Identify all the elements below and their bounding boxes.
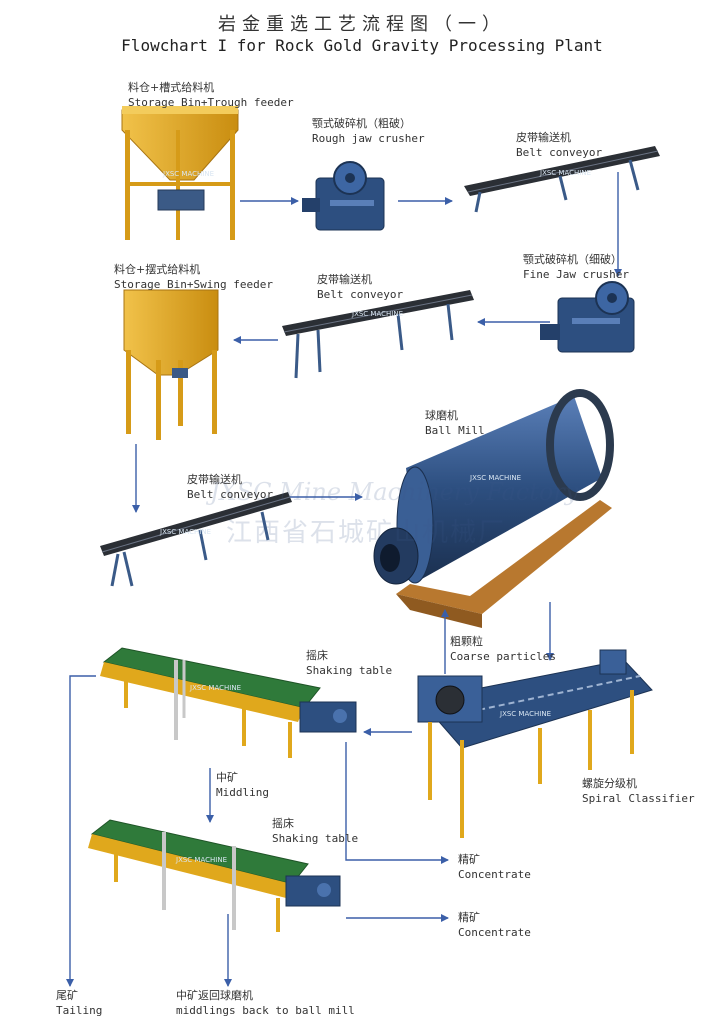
shaking-table-2: JXSC MACHINE [88, 819, 341, 932]
storage-bin-swing-feeder [123, 289, 219, 440]
label-concentrate-2: 精矿 Concentrate [458, 911, 531, 939]
label-fine-jaw: 颚式破碎机（细破） Fine Jaw crusher [523, 253, 629, 281]
watermark-english: JXSC Mine Machinery Factory [210, 478, 579, 506]
machine-brand-tag: JXSC MACHINE [351, 310, 403, 318]
label-belt-conveyor-1: 皮带输送机 Belt conveyor [516, 131, 603, 159]
label-rough-jaw: 颚式破碎机（粗破） Rough jaw crusher [312, 117, 425, 145]
fine-jaw-crusher [540, 281, 635, 353]
belt-conveyor-3: JXSC MACHINE [100, 492, 292, 587]
label-tailing: 尾矿 Tailing [56, 989, 103, 1017]
label-concentrate-1: 精矿 Concentrate [458, 853, 531, 881]
spiral-classifier: JXSC MACHINE [417, 649, 653, 838]
label-shaking-table-2: 摇床 Shaking table [272, 817, 359, 845]
machine-brand-tag: JXSC MACHINE [469, 474, 521, 482]
label-storage-swing: 料仓+摆式给料机 Storage Bin+Swing feeder [114, 263, 273, 291]
ball-mill: JXSC MACHINE [373, 389, 614, 628]
belt-conveyor-2: JXSC MACHINE [282, 290, 474, 379]
label-spiral-classifier: 螺旋分级机 Spiral Classifier [582, 777, 695, 805]
machine-brand-tag: JXSC MACHINE [175, 856, 227, 864]
label-belt-conveyor-2: 皮带输送机 Belt conveyor [317, 273, 404, 301]
label-ball-mill: 球磨机 Ball Mill [425, 409, 485, 437]
label-middling: 中矿 Middling [216, 771, 269, 799]
label-coarse-particles: 粗颗粒 Coarse particles [450, 635, 556, 663]
watermark-chinese: 江西省石城矿山机械厂 [226, 518, 507, 548]
title-english: Flowchart I for Rock Gold Gravity Proces… [121, 36, 603, 55]
shaking-table-1: JXSC MACHINE [100, 647, 357, 758]
machine-brand-tag: JXSC MACHINE [499, 710, 551, 718]
label-storage-trough: 料仓+槽式给料机 Storage Bin+Trough feeder [128, 81, 294, 109]
machine-brand-tag: JXSC MACHINE [162, 170, 214, 178]
label-shaking-table-1: 摇床 Shaking table [306, 649, 393, 677]
belt-conveyor-1: JXSC MACHINE [464, 146, 660, 213]
title-chinese: 岩金重选工艺流程图（一） [218, 14, 506, 35]
machine-brand-tag: JXSC MACHINE [189, 684, 241, 692]
machine-brand-tag: JXSC MACHINE [539, 169, 591, 177]
label-middlings-back: 中矿返回球磨机 middlings back to ball mill [176, 989, 355, 1017]
arrow-shaking1-to-concentrate [345, 742, 449, 864]
machine-brand-tag: JXSC MACHINE [159, 528, 211, 536]
label-belt-conveyor-3: 皮带输送机 Belt conveyor [187, 473, 274, 501]
storage-bin-trough-feeder: JXSC MACHINE [121, 106, 239, 240]
rough-jaw-crusher [302, 161, 385, 231]
flow-arrows [66, 172, 622, 987]
arrow-tailing [66, 675, 96, 987]
